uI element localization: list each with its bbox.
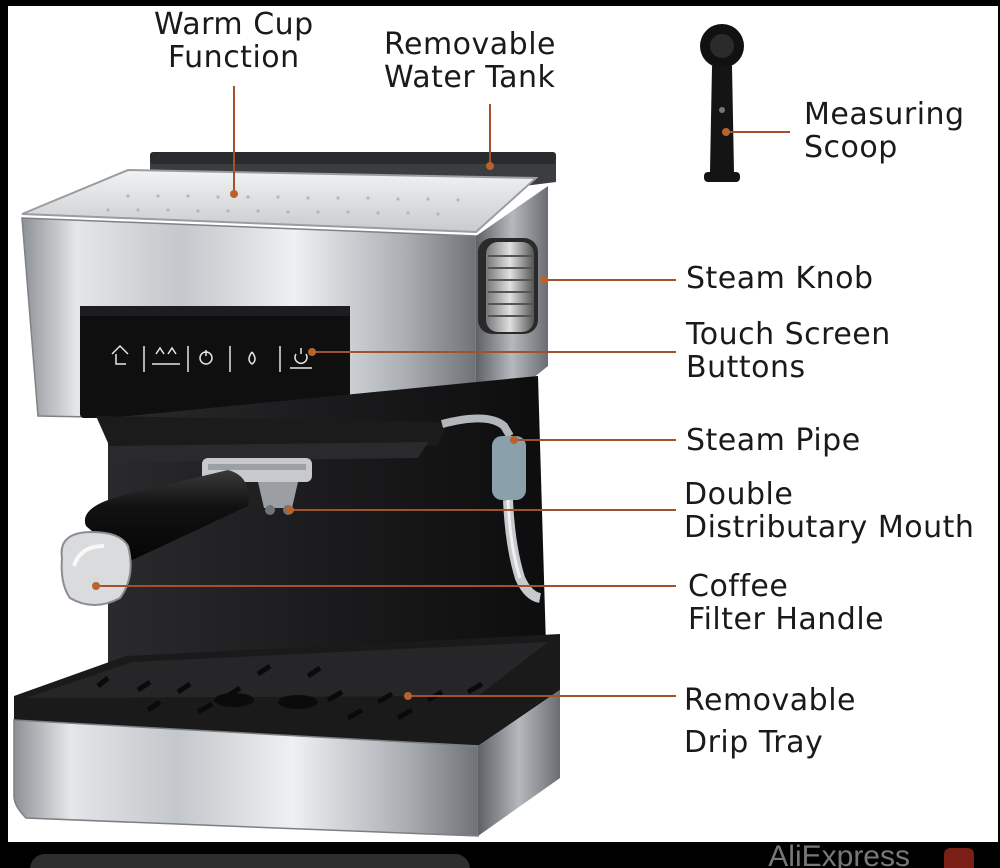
label-measuring-scoop: Measuring Scoop [804,97,965,165]
bottom-pill-control[interactable] [30,854,470,868]
label-removable-water-tank: Removable Water Tank [384,27,557,95]
measuring-scoop-drawing [700,24,744,182]
steam-knob-drawing [478,238,538,334]
top-strip [0,0,1000,6]
label-removable-drip-tray: Removable Drip Tray [684,683,857,760]
label-steam-pipe: Steam Pipe [686,423,861,458]
label-double-distributary-mouth: Double Distributary Mouth [684,477,975,545]
label-touch-screen-buttons: Touch Screen Buttons [686,317,891,385]
label-warm-cup-function: Warm Cup Function [154,7,314,75]
aliexpress-watermark: AliExpress [768,842,910,868]
label-steam-knob: Steam Knob [686,261,874,296]
aliexpress-logo-icon [944,848,974,868]
product-diagram: Warm Cup Function Removable Water Tank M… [8,6,998,842]
label-coffee-filter-handle: Coffee Filter Handle [688,569,885,637]
machine-illustration [13,24,790,837]
